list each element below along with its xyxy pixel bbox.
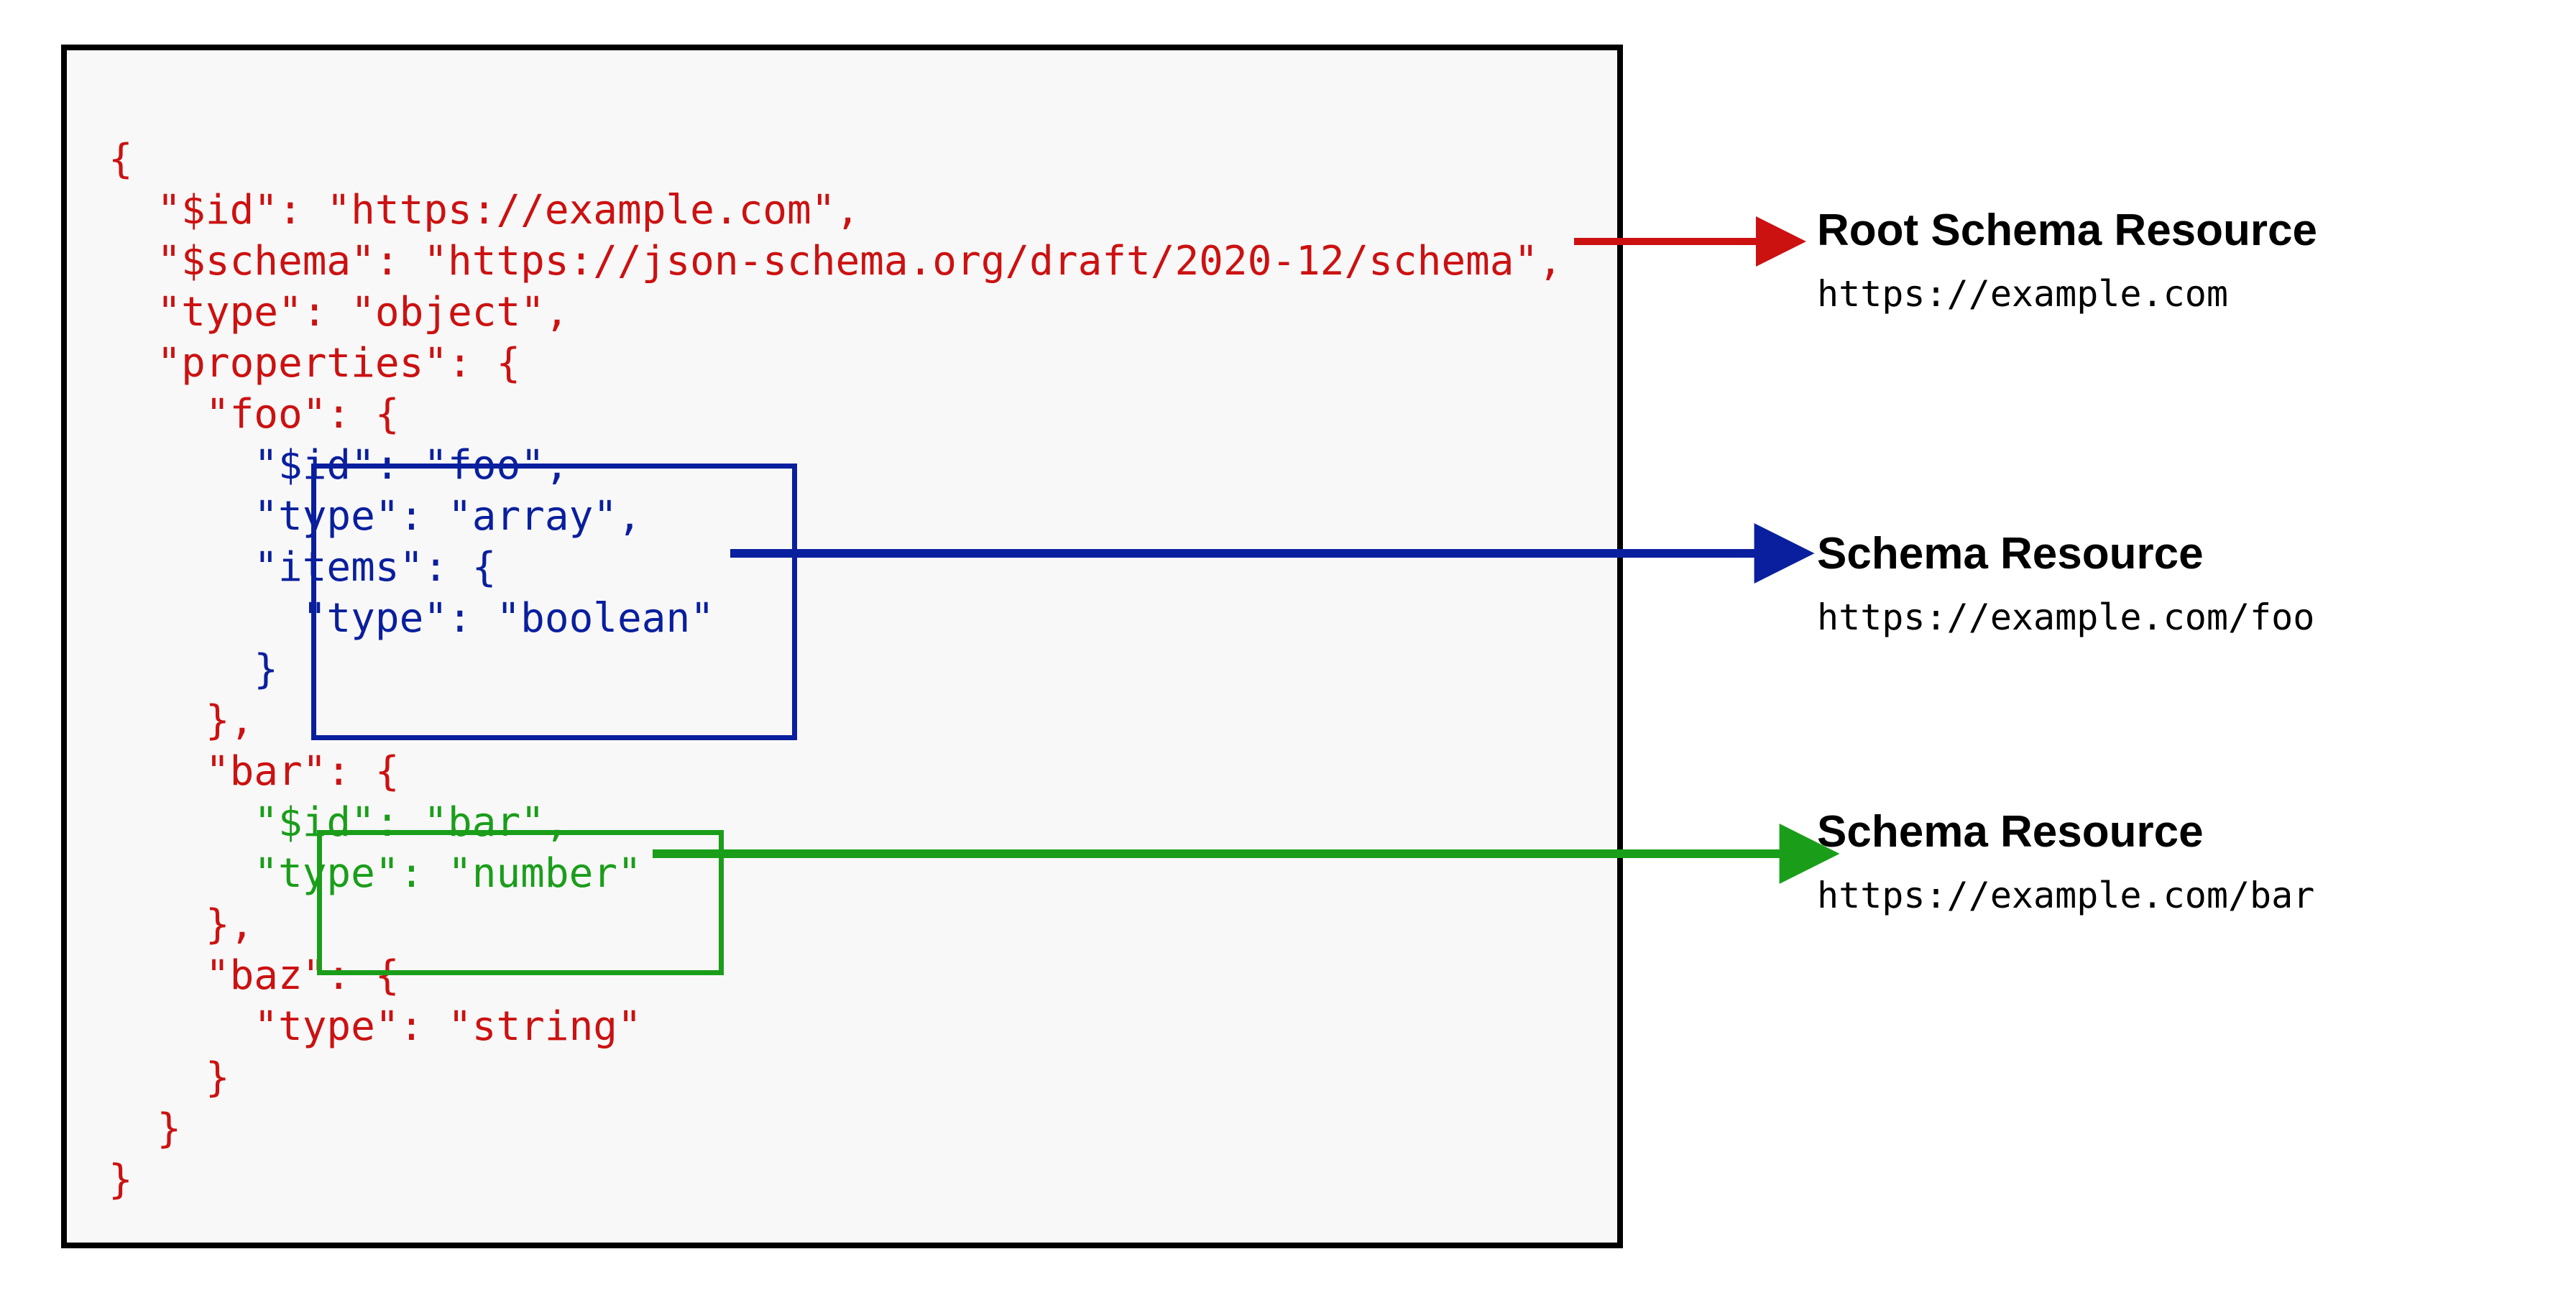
code-line: "type": "array", bbox=[109, 493, 642, 540]
code-line: } bbox=[109, 646, 279, 693]
json-schema-code: { "$id": "https://example.com", "$schema… bbox=[109, 134, 1563, 1205]
annotation-foo-title: Schema Resource bbox=[1817, 529, 2204, 579]
code-line: "$id": "foo", bbox=[109, 442, 569, 489]
code-line: "properties": { bbox=[109, 340, 521, 387]
code-line: "$id": "bar", bbox=[109, 799, 569, 846]
annotation-foo-schema: Schema Resource https://example.com/foo bbox=[1817, 528, 2314, 639]
code-line: }, bbox=[109, 697, 254, 744]
annotation-foo-url: https://example.com/foo bbox=[1817, 596, 2315, 638]
annotation-bar-url: https://example.com/bar bbox=[1817, 875, 2315, 916]
code-line: { bbox=[109, 136, 133, 183]
code-line: "$schema": "https://json-schema.org/draf… bbox=[109, 238, 1563, 285]
annotation-root-url: https://example.com bbox=[1817, 273, 2228, 315]
code-line: "type": "boolean" bbox=[109, 595, 714, 642]
annotation-root-schema: Root Schema Resource https://example.com bbox=[1817, 205, 2317, 315]
code-line: }, bbox=[109, 901, 254, 948]
code-panel: { "$id": "https://example.com", "$schema… bbox=[61, 45, 1623, 1248]
code-line: "$id": "https://example.com", bbox=[109, 187, 860, 234]
annotation-root-title: Root Schema Resource bbox=[1817, 206, 2317, 255]
code-line: } bbox=[109, 1156, 133, 1203]
code-line: "type": "object", bbox=[109, 289, 569, 336]
code-line: } bbox=[109, 1105, 182, 1152]
code-line: } bbox=[109, 1054, 230, 1101]
annotation-bar-title: Schema Resource bbox=[1817, 807, 2204, 857]
code-line: "bar": { bbox=[109, 748, 400, 795]
annotation-bar-schema: Schema Resource https://example.com/bar bbox=[1817, 806, 2314, 917]
code-line: "baz": { bbox=[109, 952, 400, 999]
code-line: "items": { bbox=[109, 544, 497, 591]
code-line: "type": "string" bbox=[109, 1003, 642, 1050]
code-line: "foo": { bbox=[109, 391, 400, 438]
code-line: "type": "number" bbox=[109, 850, 642, 897]
